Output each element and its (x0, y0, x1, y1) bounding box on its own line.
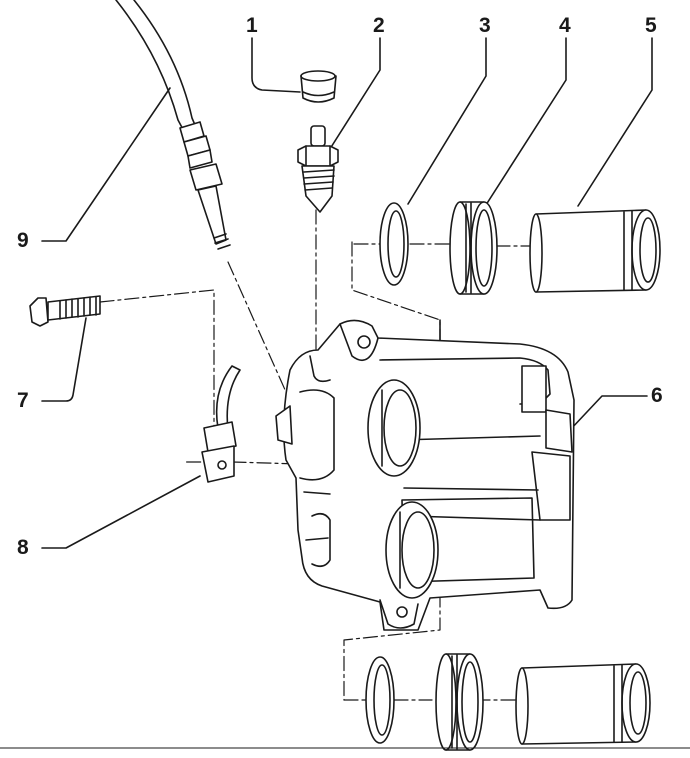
leader-3 (407, 37, 487, 205)
dust-boot-top (449, 201, 498, 295)
seal-ring-top (379, 202, 409, 286)
leader-6 (569, 395, 648, 431)
callout-1: 1 (246, 14, 258, 37)
callout-2: 2 (373, 14, 385, 37)
dust-boot-bottom (435, 653, 484, 751)
leader-7 (41, 317, 87, 402)
leader-1 (251, 37, 301, 93)
guide-bolt (29, 295, 101, 327)
caliper-housing (275, 319, 575, 631)
callout-7: 7 (17, 389, 29, 412)
seal-ring-bottom (365, 656, 395, 744)
callout-6: 6 (651, 384, 663, 407)
leader-lines (41, 37, 653, 549)
leader-2 (327, 37, 381, 153)
callout-3: 3 (479, 14, 491, 37)
dust-cap (300, 70, 337, 103)
callout-4: 4 (559, 14, 571, 37)
callout-8: 8 (17, 536, 29, 559)
wear-sensor (201, 365, 241, 483)
leader-9 (41, 87, 171, 242)
bleed-valve (297, 125, 339, 213)
leader-8 (41, 475, 201, 549)
callout-9: 9 (17, 229, 29, 252)
leader-5 (577, 37, 653, 207)
callout-5: 5 (645, 14, 657, 37)
brake-hose (115, 0, 231, 250)
piston-top (529, 209, 661, 293)
leader-4 (483, 37, 567, 209)
piston-bottom (515, 663, 651, 745)
